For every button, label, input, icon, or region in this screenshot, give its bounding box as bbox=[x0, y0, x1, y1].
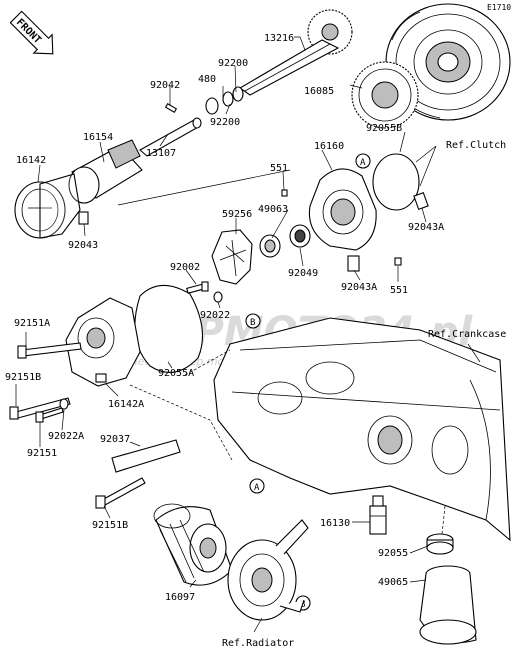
strainer-49065 bbox=[419, 565, 477, 645]
part-label-49063: 49063 bbox=[258, 204, 288, 215]
shaft-13107 bbox=[139, 117, 202, 157]
oring-92055A bbox=[134, 284, 203, 373]
dowel-92043A-mid bbox=[347, 255, 360, 272]
part-label-92022: 92022 bbox=[200, 310, 230, 321]
switch-16130 bbox=[369, 495, 387, 535]
ref-crankcase-label: Ref.Crankcase bbox=[428, 329, 506, 340]
ref-radiator-label: Ref.Radiator bbox=[222, 638, 294, 649]
pin-551-top bbox=[281, 189, 288, 197]
part-label-551-bottom: 551 bbox=[390, 285, 408, 296]
pump-cover-16160 bbox=[308, 168, 377, 251]
diagram-code: E1710 bbox=[487, 3, 511, 12]
marker-a-label-top: A bbox=[360, 158, 366, 168]
leader-lines bbox=[15, 36, 481, 633]
part-label-16154: 16154 bbox=[83, 132, 113, 143]
marker-a-crankcase: A bbox=[249, 478, 265, 494]
seal-49063 bbox=[259, 234, 281, 258]
separator-line bbox=[117, 169, 291, 206]
washer-92022A bbox=[59, 398, 69, 410]
part-label-92049: 92049 bbox=[288, 268, 318, 279]
oring-92055 bbox=[426, 533, 454, 555]
shaft-13216 bbox=[238, 9, 353, 96]
part-label-92200-bottom: 92200 bbox=[210, 117, 240, 128]
oring-92055B bbox=[372, 153, 420, 211]
part-label-92037: 92037 bbox=[100, 434, 130, 445]
part-label-13216: 13216 bbox=[264, 33, 294, 44]
oil-filter-16097 bbox=[153, 503, 233, 586]
seal-92049 bbox=[289, 224, 311, 248]
oil-cooler bbox=[227, 519, 309, 621]
part-label-92151A: 92151A bbox=[14, 318, 50, 329]
bolt-92151B-top bbox=[9, 397, 71, 420]
part-label-92151: 92151 bbox=[27, 448, 57, 459]
part-label-480: 480 bbox=[198, 74, 216, 85]
dowel-92043A-right bbox=[413, 192, 429, 210]
crankcase bbox=[213, 317, 511, 542]
marker-a-label-bottom: A bbox=[254, 483, 260, 493]
part-label-92055: 92055 bbox=[378, 548, 408, 559]
marker-b-crankcase: B bbox=[245, 313, 261, 329]
marker-b-label-top: B bbox=[250, 318, 255, 328]
front-arrow-icon: FRONT bbox=[9, 10, 54, 55]
part-label-92002: 92002 bbox=[170, 262, 200, 273]
bolt-92151B-bottom bbox=[95, 477, 146, 509]
rotor-16142 bbox=[14, 173, 81, 239]
part-labels: 13216 480 92200 92200 92042 16085 16154 … bbox=[5, 33, 444, 603]
part-label-92043A-mid: 92043A bbox=[341, 282, 377, 293]
part-label-16142A: 16142A bbox=[108, 399, 144, 410]
pin-551-bottom bbox=[394, 257, 402, 266]
part-label-16097: 16097 bbox=[165, 592, 195, 603]
gear-16085 bbox=[351, 61, 419, 129]
dowel-92043-left bbox=[78, 211, 89, 225]
pump-shaft-16154 bbox=[68, 139, 143, 204]
pump-body-16142A bbox=[65, 297, 141, 387]
reference-labels: Ref.Clutch Ref.Crankcase Ref.Radiator bbox=[222, 140, 506, 649]
part-label-16160: 16160 bbox=[314, 141, 344, 152]
part-label-92151B-bottom: 92151B bbox=[92, 520, 128, 531]
ref-clutch-label: Ref.Clutch bbox=[446, 140, 506, 151]
pin-92042 bbox=[164, 103, 178, 113]
part-label-92042: 92042 bbox=[150, 80, 180, 91]
impeller-59256 bbox=[211, 229, 253, 285]
part-label-16085: 16085 bbox=[304, 86, 334, 97]
bracket-92037 bbox=[111, 439, 181, 473]
part-label-92055A: 92055A bbox=[158, 368, 194, 379]
part-label-13107: 13107 bbox=[146, 148, 176, 159]
part-label-92043A-right: 92043A bbox=[408, 222, 444, 233]
part-label-49065: 49065 bbox=[378, 577, 408, 588]
bolt-92002 bbox=[186, 281, 209, 294]
circlip-480 bbox=[205, 97, 219, 115]
part-label-59256: 59256 bbox=[222, 209, 252, 220]
part-label-92043-left: 92043 bbox=[68, 240, 98, 251]
part-label-92022A: 92022A bbox=[48, 431, 84, 442]
part-label-92200-top: 92200 bbox=[218, 58, 248, 69]
part-label-92055B: 92055B bbox=[366, 123, 402, 134]
part-label-16142: 16142 bbox=[16, 155, 46, 166]
part-label-16130: 16130 bbox=[320, 518, 350, 529]
bolt-92151A bbox=[17, 342, 82, 359]
bolt-92151 bbox=[35, 407, 64, 423]
washer-92200-bottom bbox=[232, 86, 244, 102]
marker-a-pump: A bbox=[355, 153, 371, 169]
washer-92200-top bbox=[222, 91, 234, 107]
part-label-551-top: 551 bbox=[270, 163, 288, 174]
washer-92022 bbox=[213, 291, 223, 303]
part-label-92151B-top: 92151B bbox=[5, 372, 41, 383]
